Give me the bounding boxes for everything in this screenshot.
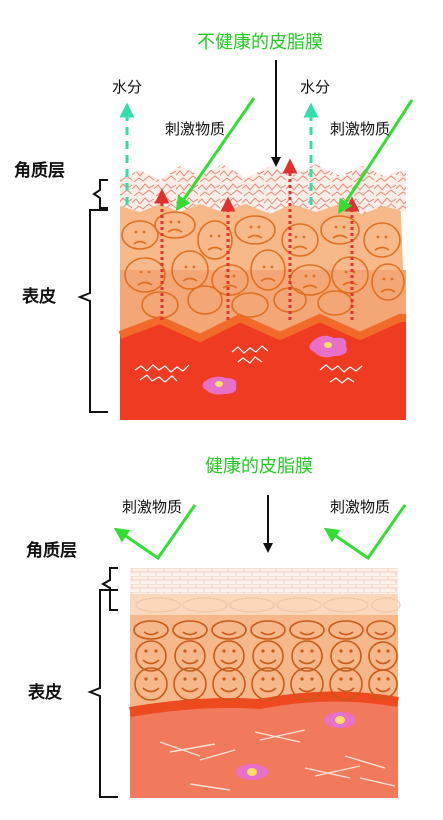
top-irritant-arrows bbox=[175, 97, 414, 215]
top-stratum-bracket bbox=[92, 179, 108, 209]
top-water-arrows bbox=[119, 102, 319, 205]
top-dermis-fibers bbox=[134, 345, 363, 384]
bottom-stratum-bracket bbox=[100, 567, 118, 611]
top-irritant-right-label: 刺激物质 bbox=[330, 120, 390, 138]
top-dermis-blobs bbox=[202, 335, 347, 395]
top-water-left-label: 水分 bbox=[112, 78, 142, 96]
bottom-dermis-fibers bbox=[159, 729, 396, 791]
top-cell-eyes bbox=[134, 220, 394, 281]
top-stratum-label: 角质层 bbox=[14, 160, 65, 181]
top-title: 不健康的皮脂膜 bbox=[197, 32, 323, 53]
healthy-panel: 健康的皮脂膜 刺激物质 刺激物质 角质层 表皮 bbox=[26, 456, 407, 798]
top-damage-arrows bbox=[154, 158, 360, 320]
top-cells bbox=[121, 211, 405, 319]
top-epidermis-bracket bbox=[77, 209, 108, 413]
bottom-flat-cells bbox=[135, 597, 401, 613]
bottom-irritant-left-label: 刺激物质 bbox=[122, 498, 182, 516]
bottom-dermis-blobs bbox=[236, 712, 356, 780]
bottom-stratum-corneum bbox=[130, 568, 398, 594]
bottom-cell-eyes bbox=[144, 649, 390, 681]
bottom-epidermis-bracket bbox=[87, 589, 118, 798]
top-basement-line bbox=[118, 313, 406, 343]
bottom-epidermis-label: 表皮 bbox=[28, 682, 62, 703]
bottom-irritant-right-label: 刺激物质 bbox=[330, 498, 390, 516]
bottom-stratum-label: 角质层 bbox=[26, 540, 77, 561]
top-stratum-corneum bbox=[120, 164, 406, 214]
top-epidermis-label: 表皮 bbox=[22, 286, 56, 307]
top-water-right-label: 水分 bbox=[300, 78, 330, 96]
unhealthy-panel: 不健康的皮脂膜 水分 水分 刺激物质 刺激物质 角质层 表皮 bbox=[14, 32, 414, 420]
bottom-dermis bbox=[130, 696, 398, 798]
bottom-title: 健康的皮脂膜 bbox=[205, 456, 313, 477]
bottom-cells bbox=[133, 620, 398, 701]
bottom-irritant-arrows bbox=[113, 504, 407, 561]
top-irritant-left-label: 刺激物质 bbox=[165, 120, 225, 138]
